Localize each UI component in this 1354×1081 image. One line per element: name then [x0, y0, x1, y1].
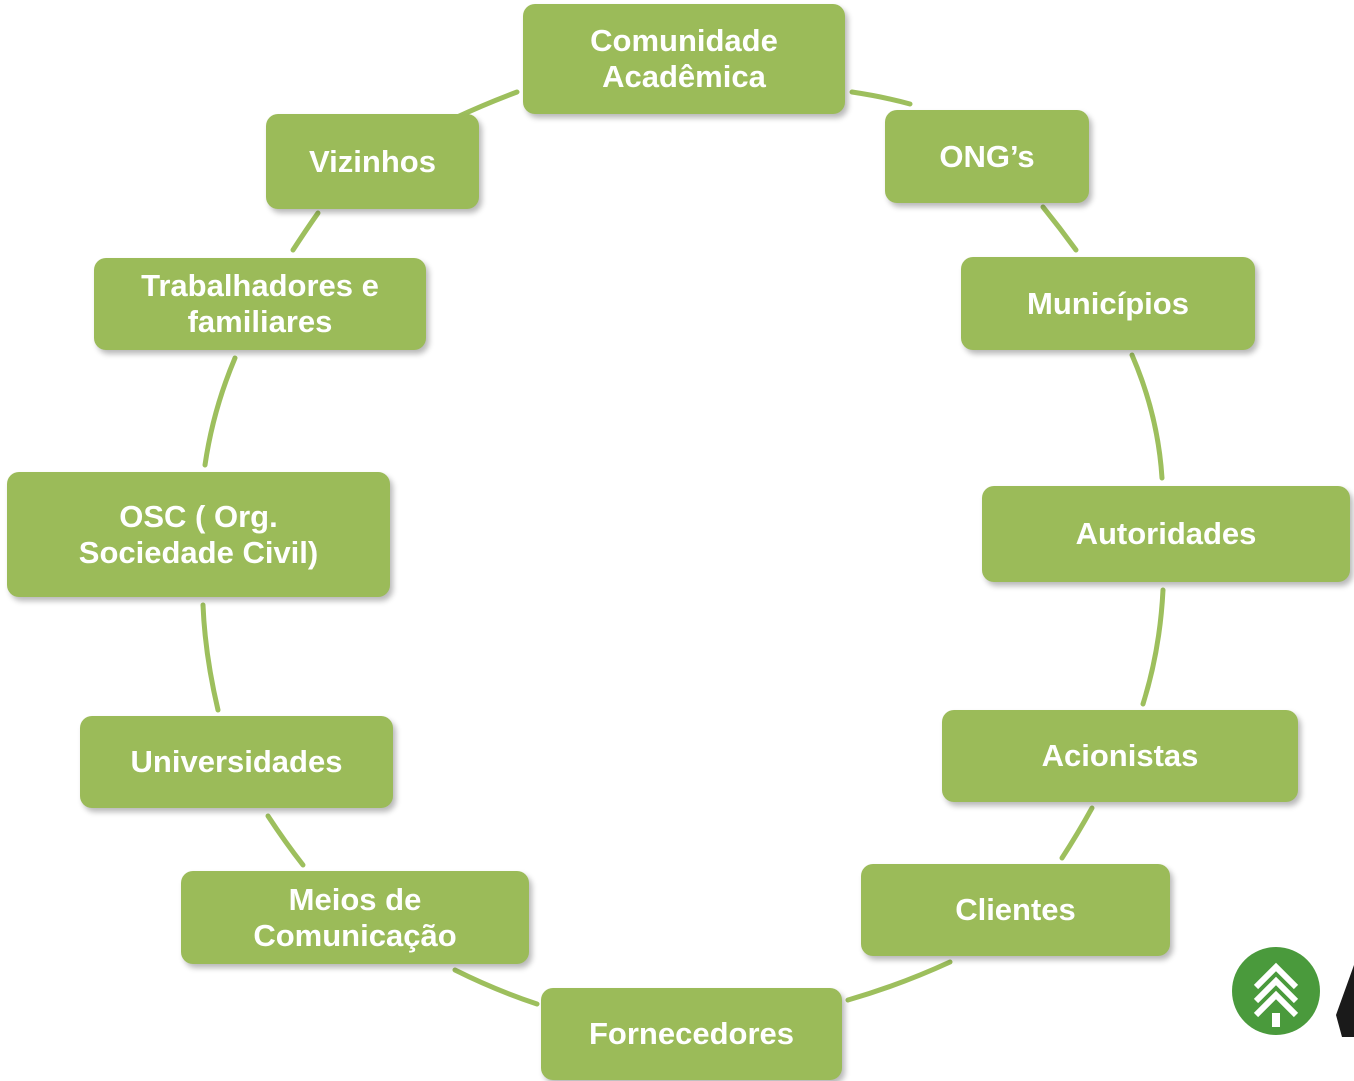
- connector-universidades-osc: [200, 602, 221, 713]
- node-universidades: Universidades: [80, 716, 393, 808]
- node-autoridades: Autoridades: [982, 486, 1350, 582]
- connector-acionistas-clientes: [1059, 805, 1095, 861]
- connector-ongs-municipios: [1040, 204, 1079, 253]
- connector-meios-universidades: [265, 813, 306, 868]
- node-label: Autoridades: [1075, 516, 1257, 551]
- node-fornecedores: Fornecedores: [541, 988, 842, 1080]
- node-label: Meios de Comunicação: [253, 881, 457, 953]
- node-trabalhadores-e-familiares: Trabalhadores e familiares: [94, 258, 426, 350]
- connector-osc-trabalhadores: [202, 355, 238, 468]
- connector-clientes-fornecedores: [845, 959, 953, 1003]
- node-label: Vizinhos: [309, 143, 436, 179]
- node-label: Clientes: [955, 892, 1076, 927]
- node-meios-de-comunicacao: Meios de Comunicação: [181, 871, 529, 964]
- node-label: Municípios: [1027, 285, 1189, 321]
- node-label: OSC ( Org. Sociedade Civil): [78, 498, 319, 570]
- node-ongs: ONG’s: [885, 110, 1089, 203]
- node-label: Comunidade Acadêmica: [590, 23, 778, 94]
- node-clientes: Clientes: [861, 864, 1170, 956]
- connector-trabalhadores-vizinhos: [290, 210, 321, 253]
- node-osc: OSC ( Org. Sociedade Civil): [7, 472, 390, 597]
- connector-autoridades-acionistas: [1140, 587, 1166, 707]
- tree-logo-icon: [1230, 945, 1354, 1065]
- node-comunidade-academica: Comunidade Acadêmica: [523, 4, 845, 114]
- node-label: Fornecedores: [588, 1016, 794, 1051]
- node-acionistas: Acionistas: [942, 710, 1298, 802]
- node-municipios: Municípios: [961, 257, 1255, 350]
- node-label: Acionistas: [1041, 738, 1199, 773]
- node-vizinhos: Vizinhos: [266, 114, 479, 209]
- node-label: ONG’s: [939, 138, 1035, 174]
- connector-comunidade-ongs: [849, 89, 913, 107]
- node-label: Universidades: [130, 744, 343, 779]
- connector-fornecedores-meios: [452, 967, 540, 1007]
- connector-municipios-autoridades: [1129, 352, 1165, 481]
- node-label: Trabalhadores e familiares: [141, 268, 379, 339]
